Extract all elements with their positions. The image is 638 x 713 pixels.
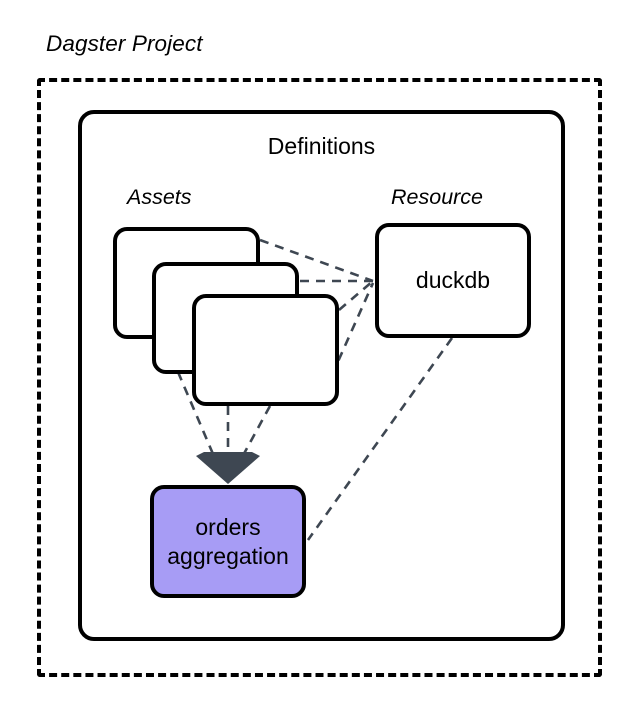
asset-node-orders-aggregation[interactable]: orders aggregation bbox=[150, 485, 306, 598]
orders-aggregation-label-line-2: aggregation bbox=[167, 542, 289, 569]
definitions-label: Definitions bbox=[267, 133, 376, 159]
resource-node-label: duckdb bbox=[415, 267, 491, 293]
page-title: Dagster Project bbox=[46, 31, 203, 56]
asset-card-3[interactable] bbox=[192, 294, 339, 406]
resource-node-duckdb[interactable]: duckdb bbox=[375, 223, 531, 338]
group-label-assets: Assets bbox=[127, 185, 192, 209]
group-label-resource: Resource bbox=[391, 185, 484, 209]
project-boundary bbox=[37, 78, 602, 677]
orders-aggregation-label-line-1: orders bbox=[195, 514, 261, 541]
